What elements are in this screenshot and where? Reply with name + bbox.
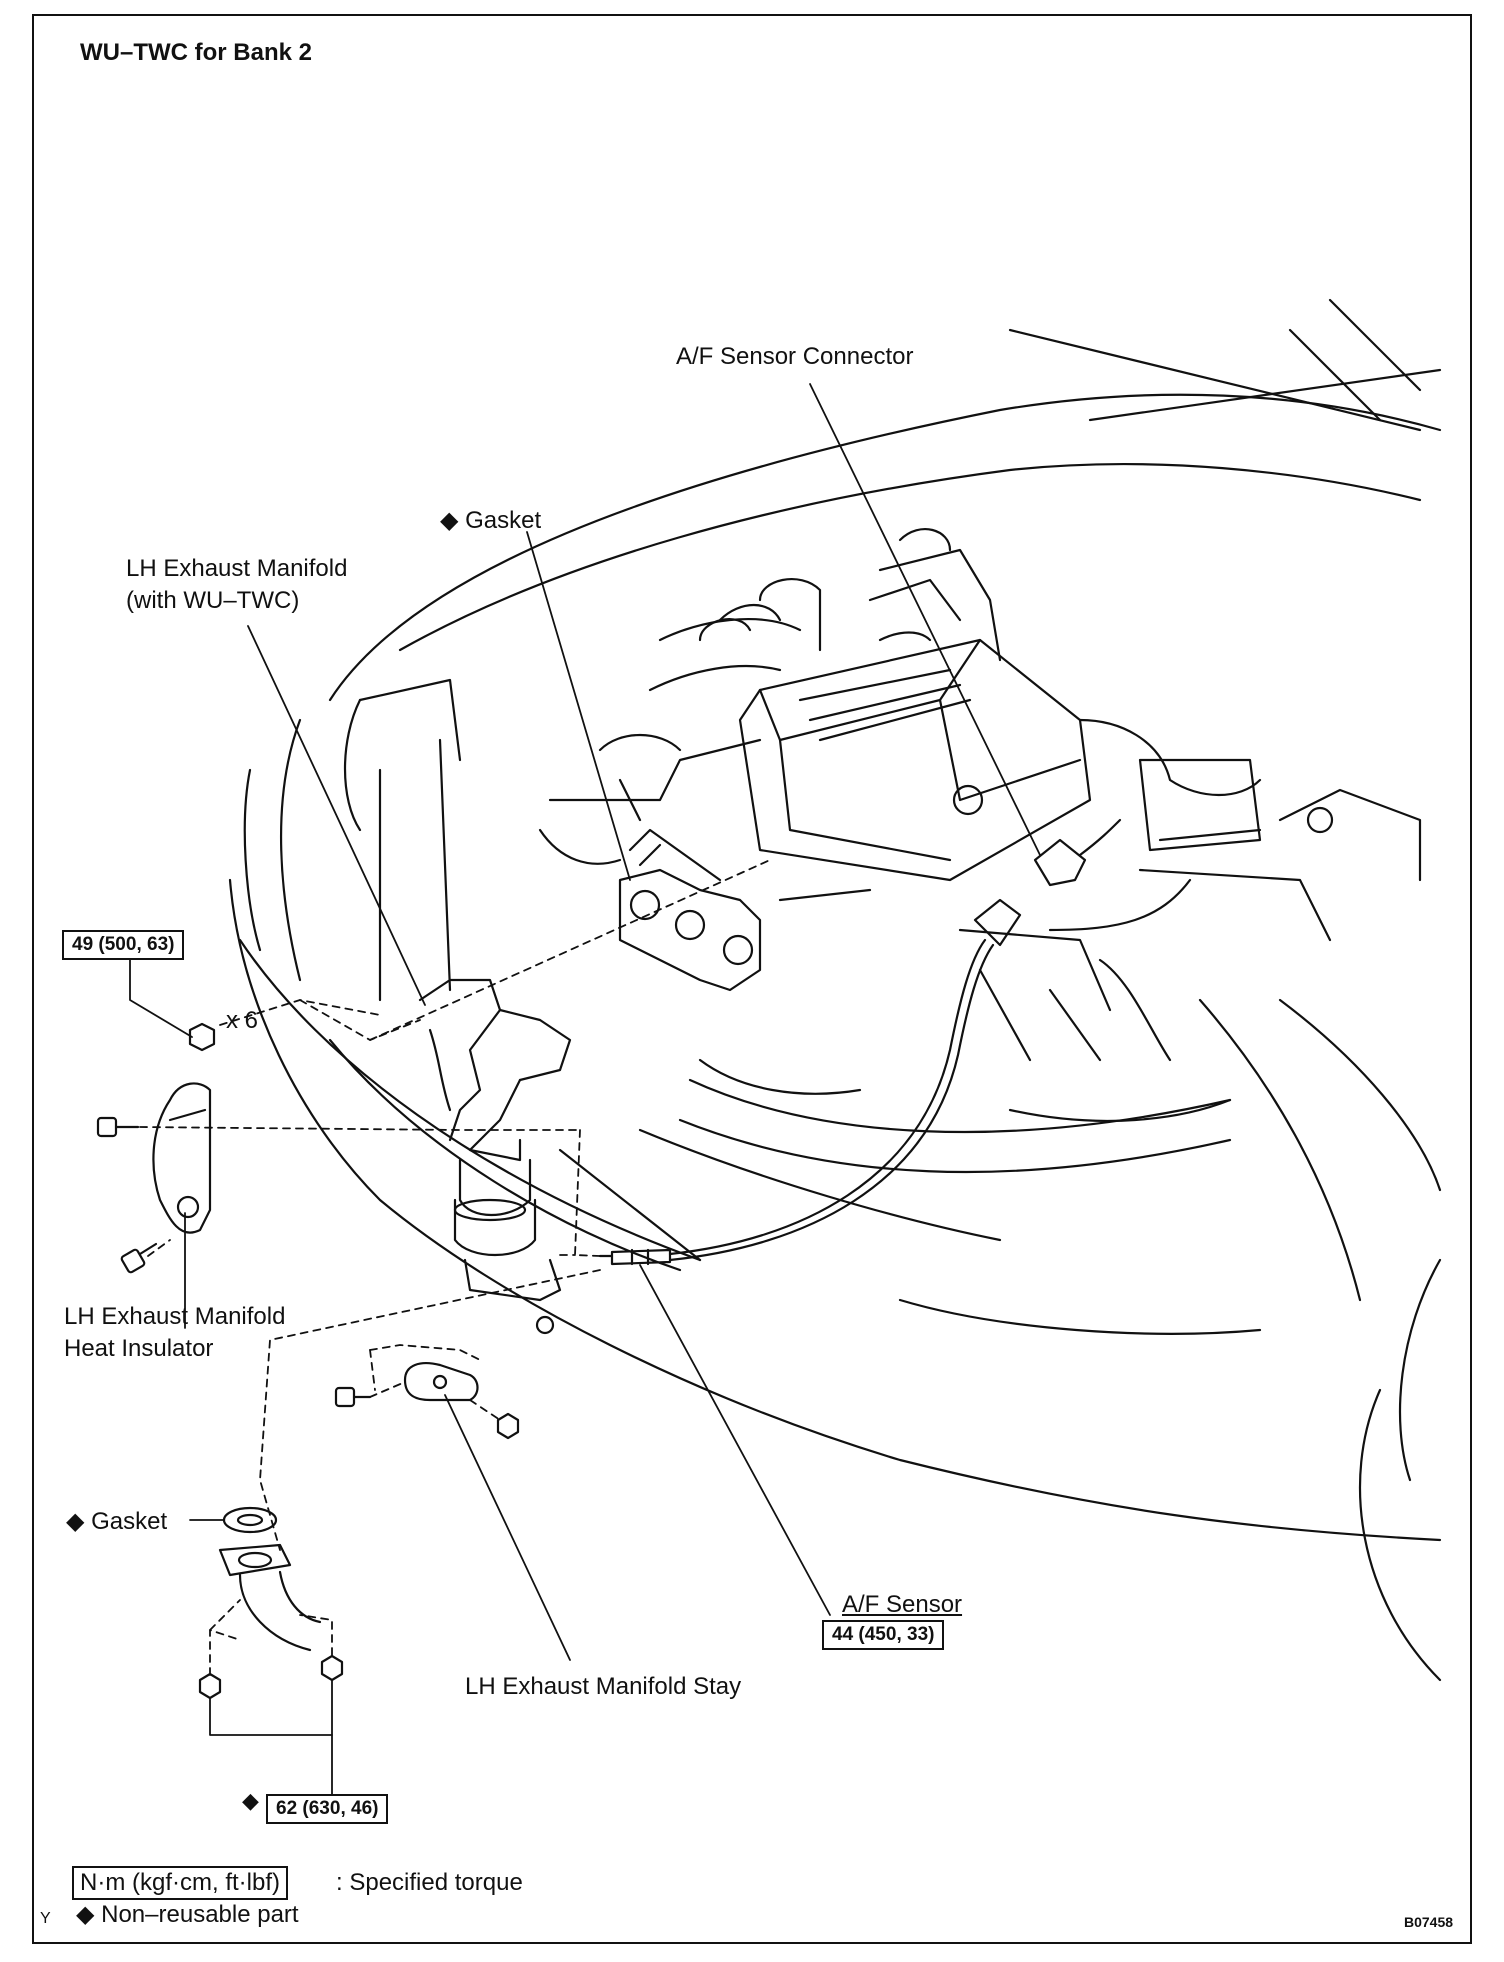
manifold-nut-torque-box: 49 (500, 63) — [62, 930, 185, 960]
vehicle-body-outline — [228, 298, 1442, 1682]
legend-torque-unit-box: N·m (kgf·cm, ft·lbf) — [72, 1866, 288, 1900]
legend-torque-desc: : Specified torque — [336, 1869, 523, 1896]
exhaust-pipe-shape — [218, 1543, 322, 1652]
af-sensor-label: A/F Sensor — [842, 1591, 963, 1618]
figure-code: B07458 — [1404, 1914, 1454, 1930]
diagram-frame — [32, 14, 1472, 1944]
exhaust-manifold-sublabel: (with WU–TWC) — [126, 587, 300, 614]
nonreusable-marker-icon: ◆ — [242, 1788, 259, 1813]
af-sensor-torque-box: 44 (450, 33) — [822, 1620, 945, 1650]
bolts — [96, 1022, 520, 1700]
dashed-lines — [139, 859, 771, 1676]
engine-components — [538, 528, 1422, 1062]
exhaust-manifold-shape — [418, 978, 572, 1335]
manifold-stay-shape — [403, 1362, 479, 1402]
legend-nonreusable: ◆ Non–reusable part — [76, 1901, 299, 1928]
pipe-nut-torque-box: 62 (630, 46) — [266, 1794, 389, 1824]
af-sensor-connector-shape — [1033, 818, 1122, 887]
exhaust-manifold-label: LH Exhaust Manifold — [126, 555, 348, 582]
heat-insulator-label-line2: Heat Insulator — [64, 1335, 214, 1362]
manifold-stay-label: LH Exhaust Manifold Stay — [465, 1673, 742, 1700]
af-sensor-shape — [598, 898, 1022, 1266]
lower-gasket-label: ◆ Gasket — [66, 1508, 168, 1535]
diagram-title: WU–TWC for Bank 2 — [80, 39, 313, 66]
heat-insulator-shape — [152, 1082, 212, 1234]
upper-gasket-label: ◆ Gasket — [440, 507, 542, 534]
quantity-x6-label: x 6 — [226, 1007, 259, 1034]
leader-lines — [129, 383, 1041, 1799]
heat-insulator-label-line1: LH Exhaust Manifold — [64, 1303, 286, 1330]
corner-mark: Y — [40, 1910, 51, 1927]
upper-gasket-shape — [618, 828, 762, 992]
af-sensor-connector-label: A/F Sensor Connector — [676, 343, 914, 370]
